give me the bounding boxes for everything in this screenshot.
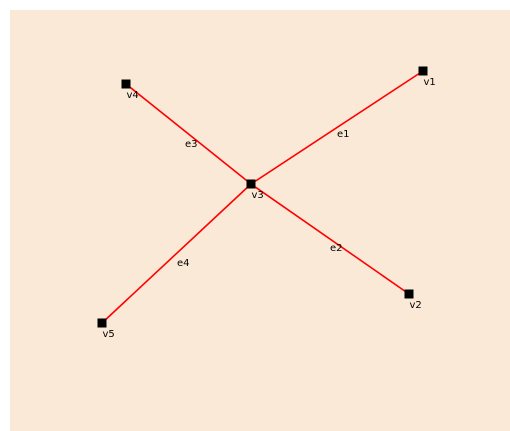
edge-e2: [250, 183, 410, 295]
graph-canvas: e1 e2 e3 e4 v1 v2 v3 v4 v5: [10, 10, 510, 431]
edge-label-e3: e3: [185, 139, 198, 150]
node-label-v2: v2: [410, 300, 422, 311]
canvas-background: [10, 10, 510, 431]
edges-layer: e1 e2 e3 e4: [101, 70, 424, 324]
node-v2[interactable]: [404, 289, 414, 299]
edge-label-e4: e4: [177, 258, 190, 269]
node-v1[interactable]: [418, 66, 428, 76]
node-label-v1: v1: [424, 77, 436, 88]
edge-label-e2: e2: [330, 243, 343, 254]
node-label-v4: v4: [127, 90, 139, 101]
node-v3[interactable]: [246, 179, 256, 189]
node-label-v3: v3: [252, 190, 264, 201]
nodes-layer: v1 v2 v3 v4 v5: [97, 66, 436, 340]
edge-e1: [250, 70, 424, 185]
edge-label-e1: e1: [337, 129, 350, 140]
edge-e4: [101, 183, 252, 324]
node-label-v5: v5: [103, 329, 115, 340]
edge-e3: [125, 83, 252, 185]
graph-diagram: e1 e2 e3 e4 v1 v2 v3 v4 v5: [10, 10, 510, 431]
node-v5[interactable]: [97, 318, 107, 328]
node-v4[interactable]: [121, 79, 131, 89]
